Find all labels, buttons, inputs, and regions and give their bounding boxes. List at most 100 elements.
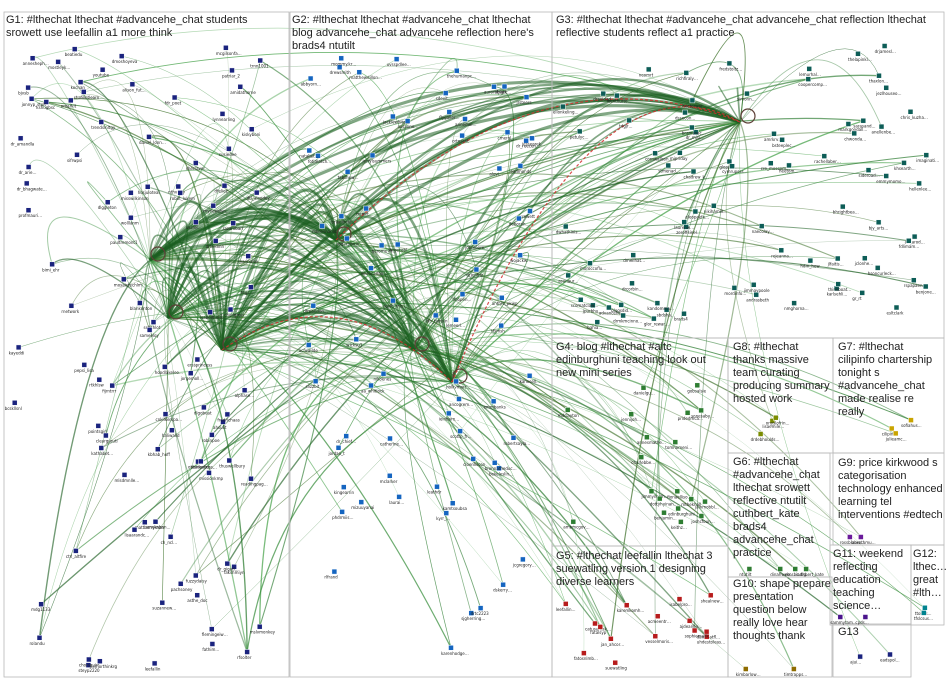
node-avatar bbox=[211, 203, 216, 208]
node-label: marinafox bbox=[238, 259, 259, 264]
node-label: brads4 bbox=[674, 317, 688, 322]
node-avatar bbox=[491, 399, 496, 404]
node-label: dr_bhagwate… bbox=[17, 186, 47, 191]
node-label: rtkhlsw bbox=[89, 383, 104, 388]
node-label: dmoshoyeva bbox=[112, 59, 138, 64]
node-avatar bbox=[478, 606, 483, 611]
node-avatar bbox=[613, 660, 618, 665]
node-label: brianlinde… bbox=[331, 219, 355, 224]
node-label: fionaelliso… bbox=[667, 494, 691, 499]
node-avatar bbox=[339, 56, 344, 61]
node-label: drjenfriz bbox=[466, 273, 483, 278]
node-avatar bbox=[627, 118, 632, 123]
node-label: wenthurto… bbox=[607, 99, 632, 104]
node-avatar bbox=[889, 426, 894, 431]
node-avatar bbox=[682, 311, 687, 316]
node-label: emmbanks bbox=[484, 404, 506, 409]
node-label: flemingeiw… bbox=[202, 632, 228, 637]
node-label: simonn… bbox=[737, 97, 756, 102]
node-avatar bbox=[524, 95, 529, 100]
node-avatar bbox=[856, 51, 861, 56]
node-avatar bbox=[877, 73, 882, 78]
node-label: ellonkeling… bbox=[553, 110, 579, 115]
node-avatar bbox=[110, 383, 115, 388]
node-label: dinahweb… bbox=[770, 572, 793, 577]
node-label: sophiemalik… bbox=[685, 634, 713, 639]
node-avatar bbox=[443, 91, 448, 96]
node-label: lisaarandc… bbox=[125, 533, 150, 538]
node-label: phdrmiis… bbox=[332, 515, 353, 520]
node-label: hollivmorr… bbox=[446, 384, 470, 389]
node-label: mosaictechlm bbox=[114, 282, 142, 287]
node-label: pridedmca… bbox=[678, 416, 703, 421]
node-label: paultremont1 bbox=[110, 240, 138, 245]
node-label: fredrichaas bbox=[217, 417, 239, 422]
node-label: scomatclaw… bbox=[571, 303, 599, 308]
group-title-g8: G8: #lthechat thanks massive team curati… bbox=[733, 341, 833, 406]
node-avatar bbox=[499, 295, 504, 300]
node-label: tomnomeni… bbox=[665, 445, 692, 450]
node-label: charlebbe… bbox=[631, 460, 655, 465]
node-avatar bbox=[527, 373, 532, 378]
node-label: lemeerl… bbox=[446, 323, 465, 328]
node-avatar bbox=[245, 650, 250, 655]
node-avatar bbox=[463, 117, 468, 122]
node-avatar bbox=[341, 485, 346, 490]
node-label: rolandu bbox=[30, 641, 46, 646]
node-avatar bbox=[683, 110, 688, 115]
node-avatar bbox=[822, 154, 827, 159]
node-avatar bbox=[357, 70, 362, 75]
node-label: mdclayton bbox=[558, 413, 580, 418]
group-title-g10: G10: shape prepare presentation question… bbox=[733, 578, 833, 643]
node-label: drtc2223 bbox=[471, 611, 490, 616]
group-title-g12: G12: lthec… great #lth… bbox=[913, 548, 947, 600]
node-label: alison_fut… bbox=[122, 87, 145, 92]
node-label: mynewslyn… bbox=[203, 209, 230, 214]
node-avatar bbox=[689, 125, 694, 130]
node-avatar bbox=[307, 148, 312, 153]
node-avatar bbox=[122, 472, 127, 477]
node-label: jezlhouseo… bbox=[875, 91, 901, 96]
node-avatar bbox=[201, 405, 206, 410]
node-label: kayeddi bbox=[9, 350, 25, 355]
node-avatar bbox=[673, 440, 678, 445]
node-avatar bbox=[502, 84, 507, 89]
node-avatar bbox=[516, 216, 521, 221]
node-label: deborah… bbox=[509, 222, 530, 227]
node-label: bekeleslin… bbox=[489, 471, 513, 476]
node-label: drjamesl… bbox=[875, 49, 896, 54]
node-label: jennijoh… bbox=[620, 417, 641, 422]
node-avatar bbox=[152, 661, 157, 666]
node-avatar bbox=[151, 320, 156, 325]
node-avatar bbox=[691, 169, 696, 174]
node-label: trendsinltgy bbox=[91, 125, 116, 130]
node-label: sdevit… bbox=[436, 96, 452, 101]
node-avatar bbox=[160, 600, 165, 605]
node-label: ch_ncl… bbox=[161, 540, 178, 545]
node-avatar bbox=[866, 168, 871, 173]
node-label: onyslofrin… bbox=[766, 421, 790, 426]
node-avatar bbox=[132, 527, 137, 532]
node-label: vesselmoris… bbox=[645, 639, 673, 644]
node-label: flygaller… bbox=[439, 115, 459, 120]
node-avatar bbox=[571, 519, 576, 524]
node-avatar bbox=[666, 163, 671, 168]
node-avatar bbox=[228, 307, 233, 312]
node-label: bjy_arts… bbox=[869, 225, 889, 230]
node-avatar bbox=[447, 110, 452, 115]
node-label: eadspol… bbox=[880, 658, 900, 663]
node-avatar bbox=[178, 190, 183, 195]
node-avatar bbox=[370, 153, 375, 158]
node-avatar bbox=[588, 261, 593, 266]
node-avatar bbox=[195, 357, 200, 362]
node-label: youtube bbox=[93, 73, 110, 78]
node-avatar bbox=[745, 91, 750, 96]
node-avatar bbox=[893, 431, 898, 436]
node-avatar bbox=[655, 614, 660, 619]
node-label: emekahan… bbox=[146, 525, 171, 530]
node-label: cornwallssn… bbox=[645, 156, 672, 161]
node-label: nmghorna… bbox=[784, 306, 809, 311]
node-label: joshcfoun… bbox=[690, 519, 714, 524]
node-avatar bbox=[751, 282, 756, 287]
node-avatar bbox=[699, 408, 704, 413]
